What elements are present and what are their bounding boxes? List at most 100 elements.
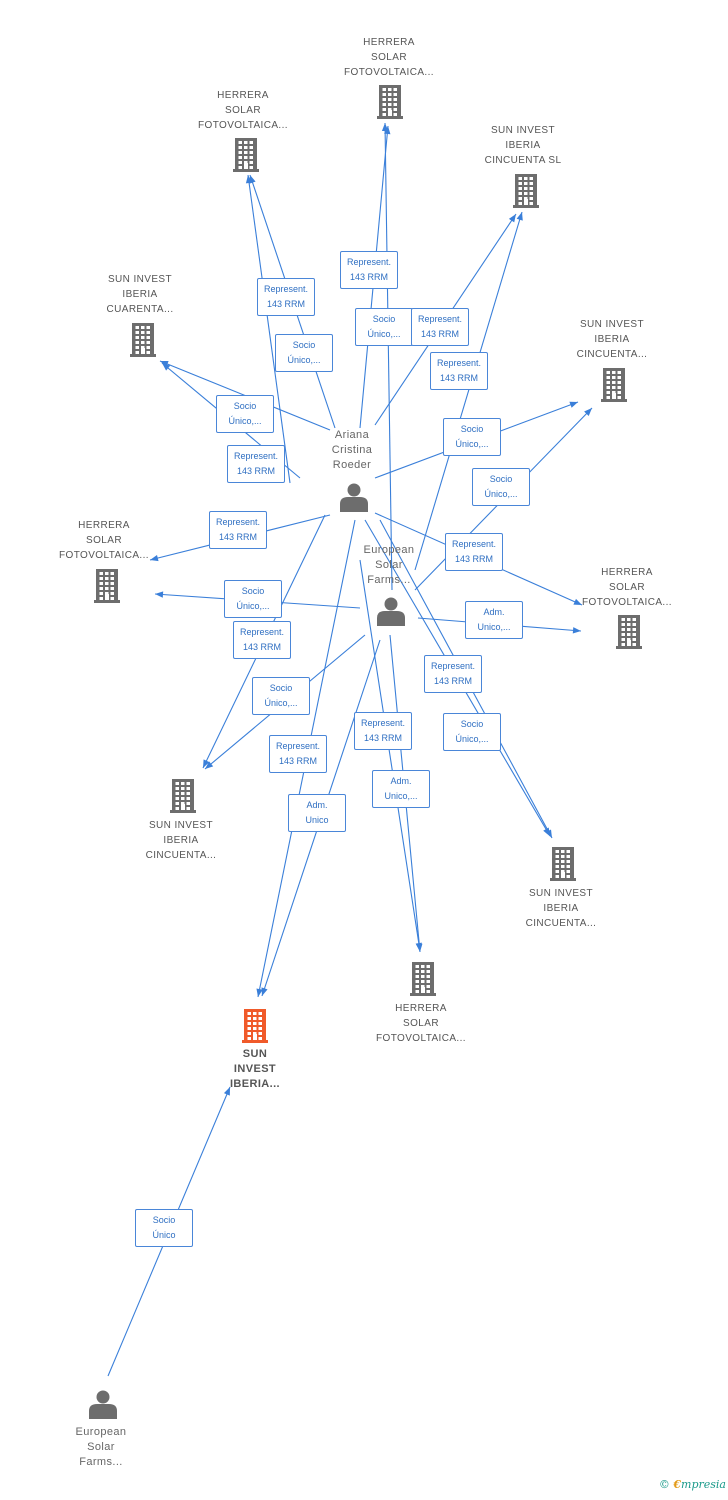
- node-label-line: Cristina: [331, 444, 373, 456]
- edge-label-line: Adm.: [306, 800, 328, 810]
- edge-label-line: Socio: [372, 314, 396, 324]
- edge-relation-label[interactable]: Adm.Unico,...: [372, 770, 430, 808]
- edge-arrowhead: [381, 123, 389, 132]
- edge-label-line: Socio: [269, 683, 293, 693]
- edge-relation-label[interactable]: Represent.143 RRM: [257, 278, 315, 316]
- node-label-line: CINCUENTA...: [576, 349, 648, 360]
- edge-label-line: Único,...: [455, 734, 489, 744]
- edge-relation-label[interactable]: Represent.143 RRM: [340, 251, 398, 289]
- edge-relation-label[interactable]: Represent.143 RRM: [354, 712, 412, 750]
- edge-relation-label[interactable]: Represent.143 RRM: [424, 655, 482, 693]
- node-label-line: CINCUENTA SL: [484, 155, 562, 166]
- brand-e-mark: €: [673, 1478, 682, 1491]
- node-label-line: FOTOVOLTAICA...: [582, 597, 672, 608]
- node-label-line: IBERIA: [505, 140, 541, 151]
- edge-relation-label[interactable]: Represent.143 RRM: [269, 735, 327, 773]
- person-icon: [377, 597, 405, 626]
- edge-label-line: Socio: [460, 719, 484, 729]
- node-label-line: European: [363, 544, 415, 556]
- edge-arrowhead: [516, 212, 523, 221]
- node-label-line: SUN INVEST: [579, 319, 645, 330]
- node-label-line: HERRERA: [217, 90, 269, 101]
- edge-arrowhead: [245, 175, 253, 184]
- edge-label-line: Único,...: [228, 416, 262, 426]
- edge-arrowhead: [415, 942, 422, 951]
- building-icon: [130, 323, 156, 357]
- node-label-line: SOLAR: [86, 535, 122, 546]
- edge-arrowhead: [584, 408, 592, 416]
- brand-name: mpresia: [681, 1478, 726, 1491]
- node-label-line: European: [75, 1426, 127, 1438]
- edge-arrowhead: [155, 591, 164, 598]
- edge-label-line: Represent.: [417, 314, 463, 324]
- edge-label-line: Único: [152, 1230, 176, 1240]
- edge-label-line: 143 RRM: [439, 373, 478, 383]
- building-icon: [94, 569, 120, 603]
- edge-arrowhead: [150, 554, 159, 562]
- edge-relation-label[interactable]: Represent. 143 RRM: [209, 511, 267, 549]
- edge-label-line: Adm.: [483, 607, 505, 617]
- edge-label-line: 143 RRM: [420, 329, 459, 339]
- edge-label-line: Socio: [460, 424, 484, 434]
- edge-label-line: Socio: [233, 401, 257, 411]
- node-label-line: IBERIA: [543, 903, 579, 914]
- node-label-line: FOTOVOLTAICA...: [376, 1033, 466, 1044]
- edge-label-line: Socio: [292, 340, 316, 350]
- node-label-line: Solar: [87, 1441, 115, 1453]
- building-icon: [170, 779, 196, 813]
- node-label-line: IBERIA: [163, 835, 199, 846]
- edge-relation-label[interactable]: Represent. 143 RRM: [411, 308, 469, 346]
- node-label-line: Farms...: [79, 1456, 123, 1468]
- edge-arrowhead: [205, 761, 214, 769]
- edge-relation-label[interactable]: Represent.143 RRM: [227, 445, 285, 483]
- edge-label-line: Represent.: [451, 539, 497, 549]
- relation-edge: [247, 174, 291, 484]
- building-icon: [550, 847, 576, 881]
- edge-relation-label[interactable]: Adm.Unico: [288, 794, 346, 832]
- edge-label-line: Represent.: [346, 257, 392, 267]
- node-label-line: CINCUENTA...: [525, 918, 597, 929]
- edge-label-line: Represent.: [360, 718, 406, 728]
- edge-label-line: 143 RRM: [218, 532, 257, 542]
- edge-label-line: Represent.: [215, 517, 261, 527]
- edge-label-line: Unico,...: [384, 791, 418, 801]
- edge-relation-label[interactable]: Represent.143 RRM: [233, 621, 291, 659]
- edge-relation-label[interactable]: Adm.Unico,...: [465, 601, 523, 639]
- node-label-line: FOTOVOLTAICA...: [59, 550, 149, 561]
- edge-relation-label[interactable]: Represent.143 RRM: [430, 352, 488, 390]
- edge-label-line: 143 RRM: [266, 299, 305, 309]
- edge-arrowhead: [162, 363, 171, 371]
- node-label-line: Roeder: [332, 459, 372, 471]
- node-label-line: CUARENTA...: [106, 304, 174, 315]
- edge-arrowhead: [573, 598, 582, 605]
- building-icon: [601, 368, 627, 402]
- relation-edge: [414, 211, 523, 571]
- building-icon: [233, 138, 259, 172]
- building-icon: [410, 962, 436, 996]
- edge-relation-label[interactable]: Represent.143 RRM: [445, 533, 503, 571]
